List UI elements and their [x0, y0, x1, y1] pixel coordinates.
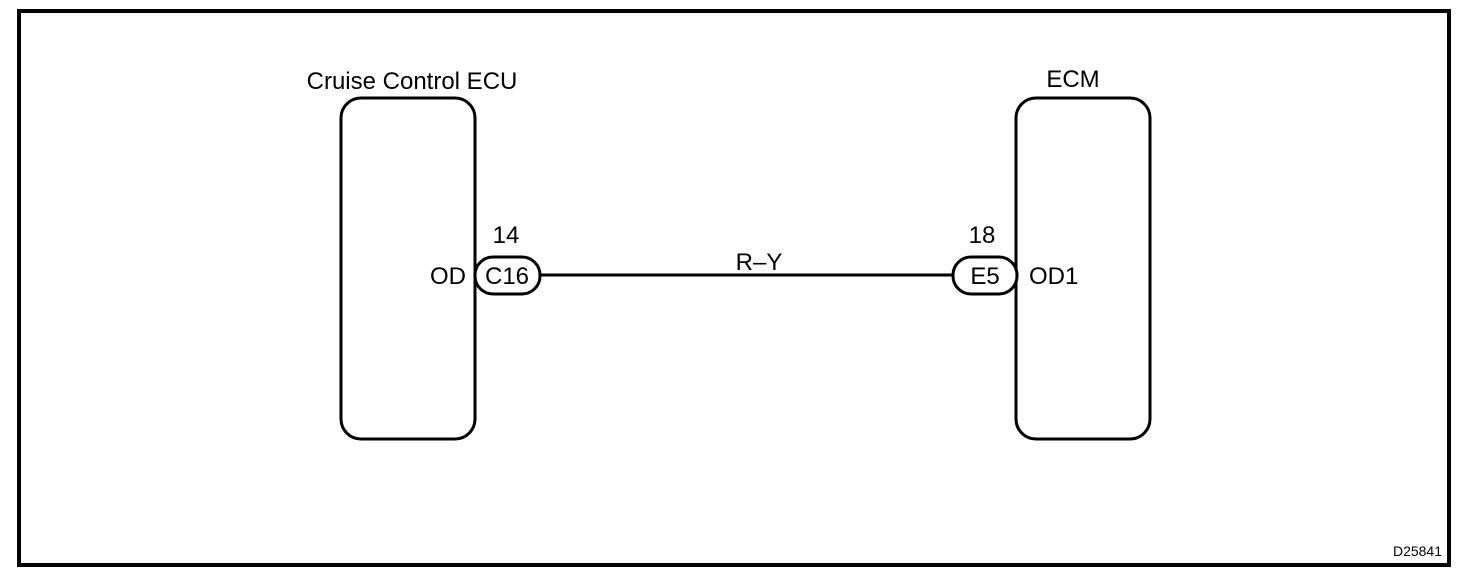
left-pin-number: 14 [493, 222, 520, 249]
left-connector-code: C16 [485, 263, 529, 290]
wire-color-code: R–Y [736, 249, 783, 276]
right-connector-oval [951, 255, 1019, 296]
diagram-frame [17, 9, 1451, 567]
left-connector-oval [473, 255, 542, 296]
left-terminal-name: OD [430, 263, 466, 290]
figure-id-label: D25841 [1393, 543, 1442, 559]
cruise-control-ecu-title: Cruise Control ECU [307, 68, 518, 95]
right-terminal-name: OD1 [1029, 263, 1078, 290]
right-pin-number: 18 [969, 222, 996, 249]
ecm-title: ECM [1046, 66, 1099, 93]
right-connector-code: E5 [970, 263, 999, 290]
